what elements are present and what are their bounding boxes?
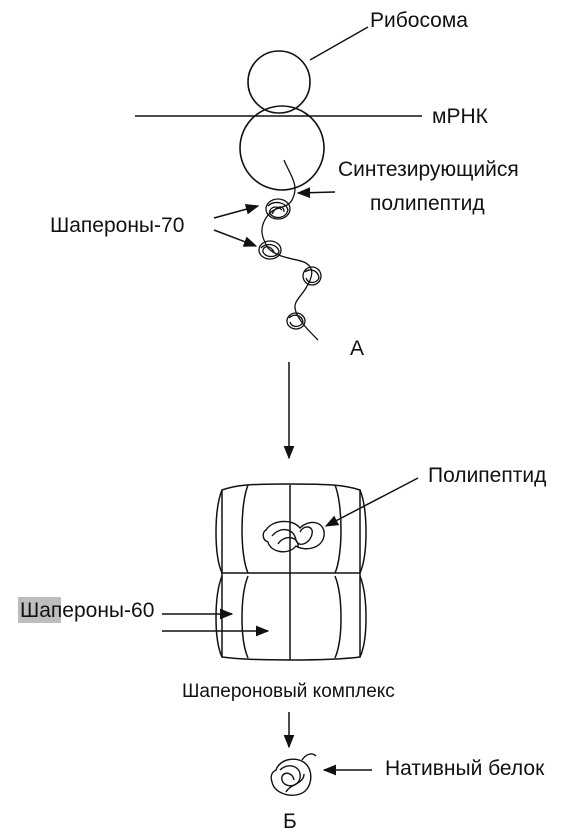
ribosome-small-subunit: [248, 51, 310, 113]
chaperones60-label: Шапероны-60: [20, 599, 154, 622]
ribosome-leader-line: [310, 27, 368, 60]
polypeptide-pointer-arrow: [298, 192, 335, 193]
chaperonin-complex-label: Шапероновый комплекс: [182, 681, 395, 702]
native-protein-label: Нативный белок: [385, 757, 545, 780]
polypeptide-b-label: Полипептид: [428, 464, 546, 487]
chaperone70-arrow-1: [214, 206, 258, 218]
ribosome-label: Рибосома: [370, 9, 468, 32]
polypeptide-label-line1: Синтезирующийся: [338, 158, 519, 181]
chaperone70-arrow-2: [214, 230, 256, 246]
encapsulated-polypeptide: [263, 521, 324, 551]
nascent-polypeptide-chain: [262, 160, 318, 340]
ribosome: [240, 51, 324, 190]
ribosome-large-subunit: [240, 106, 324, 190]
chaperonin-barrel: [216, 484, 366, 660]
chaperone70-blob-4: [287, 313, 305, 329]
panel-letter-a: А: [350, 337, 364, 360]
mrna-label: мРНК: [432, 105, 489, 128]
polypeptide-label-line2: полипептид: [370, 192, 485, 215]
panel-letter-b: Б: [283, 810, 297, 833]
chaperones70-label: Шапероны-70: [50, 214, 184, 237]
native-protein: [271, 754, 316, 795]
